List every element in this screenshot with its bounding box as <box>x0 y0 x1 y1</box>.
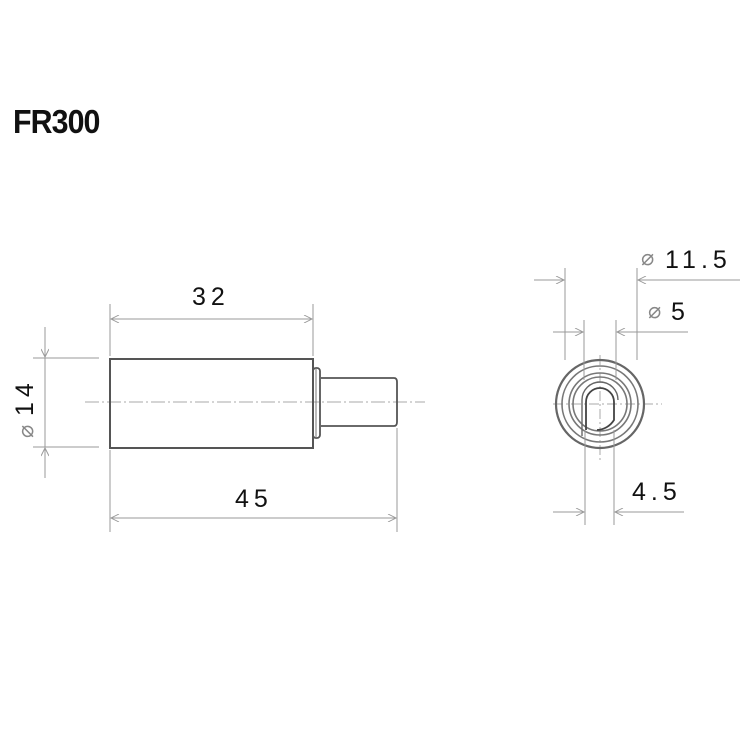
dim-total-length: 45 <box>235 485 273 513</box>
diameter-symbol-14: ⌀ <box>14 425 39 438</box>
end-view: ⌀ 11.5 ⌀ 5 4.5 <box>534 246 740 525</box>
dim-diameter: 14 <box>11 378 39 416</box>
dim-outer-diameter: 11.5 <box>665 246 732 274</box>
dim-flat-width: 4.5 <box>632 478 682 506</box>
diameter-symbol-outer: ⌀ <box>641 246 654 271</box>
outer-circle <box>554 358 646 450</box>
dim-body-length: 32 <box>192 283 230 311</box>
diameter-symbol-inner: ⌀ <box>648 299 661 324</box>
pin <box>321 377 398 427</box>
part-number-title: FR300 <box>13 103 100 140</box>
side-view: 32 45 ⌀ 14 <box>11 283 425 532</box>
main-body <box>109 358 314 449</box>
inner-bore <box>585 387 615 431</box>
dim-inner-diameter: 5 <box>671 298 690 326</box>
